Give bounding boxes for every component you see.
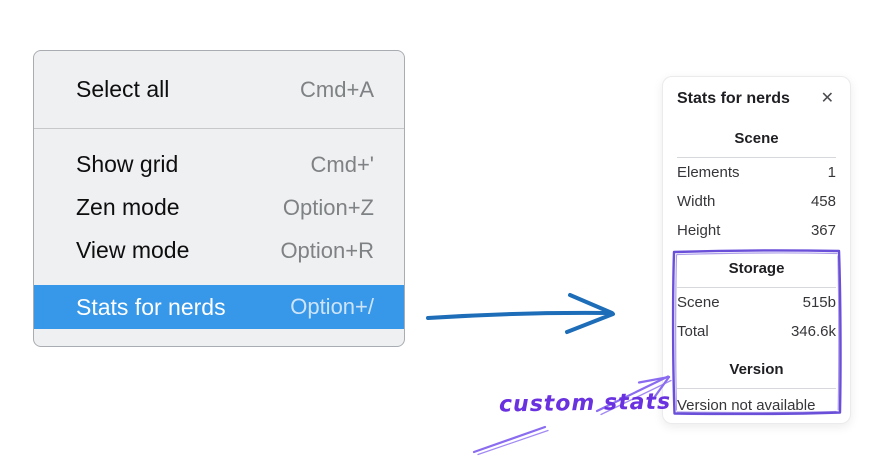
stat-value: 458: [810, 192, 836, 210]
stat-row-scene-storage: Scene 515b: [677, 288, 836, 317]
menu-group: Show grid Cmd+' Zen mode Option+Z View m…: [34, 129, 404, 329]
section-header-storage: Storage: [728, 260, 785, 277]
stat-value: 346.6k: [790, 322, 836, 340]
menu-item-label: Stats for nerds: [76, 293, 226, 320]
section-header-version: Version: [729, 361, 784, 378]
menu-item-label: Zen mode: [76, 194, 180, 220]
menu-item-stats-for-nerds[interactable]: Stats for nerds Option+/: [34, 285, 404, 329]
menu-item-shortcut: Option+Z: [282, 194, 374, 220]
menu-item-shortcut: Option+/: [290, 294, 374, 319]
menu-item-zen-mode[interactable]: Zen mode Option+Z: [34, 186, 404, 229]
stat-label: Height: [677, 221, 721, 239]
version-message: Version not available: [677, 397, 816, 414]
menu-item-shortcut: Cmd+': [310, 151, 375, 177]
menu-item-label: Show grid: [76, 151, 179, 177]
menu-item-label: Select all: [76, 76, 170, 102]
stat-row-height: Height 367: [677, 216, 836, 245]
menu-item-view-mode[interactable]: View mode Option+R: [34, 229, 404, 272]
menu-item-show-grid[interactable]: Show grid Cmd+': [34, 143, 404, 186]
pointer-arrow-icon: [426, 293, 615, 334]
close-icon[interactable]: ✕: [820, 90, 834, 107]
menu-item-shortcut: Cmd+A: [300, 76, 374, 102]
context-menu: Select all Cmd+A Show grid Cmd+' Zen mod…: [33, 50, 405, 347]
stat-row-total-storage: Total 346.6k: [677, 317, 836, 346]
stat-row-width: Width 458: [677, 187, 836, 216]
section-header-scene: Scene: [734, 130, 779, 147]
menu-item-select-all[interactable]: Select all Cmd+A: [34, 51, 404, 128]
stat-label: Total: [677, 322, 709, 340]
menu-item-shortcut: Option+R: [280, 237, 374, 263]
menu-item-label: View mode: [76, 237, 190, 263]
stat-label: Width: [677, 192, 716, 210]
stats-panel: Stats for nerds ✕ Scene Elements 1 Width…: [662, 76, 851, 424]
stats-panel-header: Stats for nerds ✕: [677, 87, 836, 111]
stat-label: Scene: [677, 293, 720, 311]
annotation-custom-stats-label: custom stats: [498, 389, 672, 418]
section-divider: [677, 157, 836, 158]
stat-row-elements: Elements 1: [677, 158, 836, 187]
menu-divider: [34, 128, 404, 129]
stat-label: Elements: [677, 163, 740, 181]
stat-value: 367: [810, 221, 836, 239]
stat-value: 1: [827, 163, 836, 181]
panel-title: Stats for nerds: [677, 90, 790, 107]
stat-value: 515b: [802, 293, 836, 311]
